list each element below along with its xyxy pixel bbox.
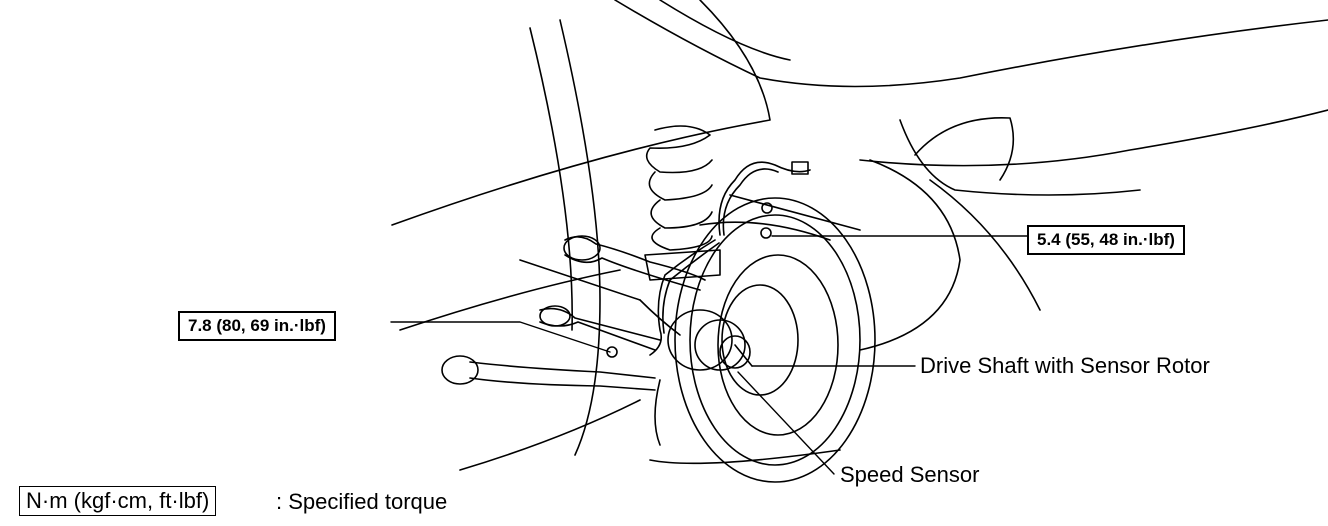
suspension-arms	[441, 235, 706, 391]
torque-unit-legend-box: N·m (kgf·cm, ft·lbf)	[19, 486, 217, 516]
sensor-harness	[649, 161, 861, 356]
tire-and-wheel	[674, 197, 876, 483]
torque-callout-top: 5.4 (55, 48 in.·lbf)	[1027, 225, 1185, 255]
car-body-outline	[391, 0, 1328, 471]
speed-sensor-label: Speed Sensor	[840, 462, 980, 487]
hub-drive-shaft	[606, 227, 772, 446]
drive-shaft-label: Drive Shaft with Sensor Rotor	[920, 353, 1210, 378]
torque-legend-description: : Specified torque	[276, 489, 448, 514]
coil-spring	[644, 125, 721, 281]
leader-lines	[390, 235, 1029, 475]
torque-callout-left: 7.8 (80, 69 in.·lbf)	[178, 311, 336, 341]
